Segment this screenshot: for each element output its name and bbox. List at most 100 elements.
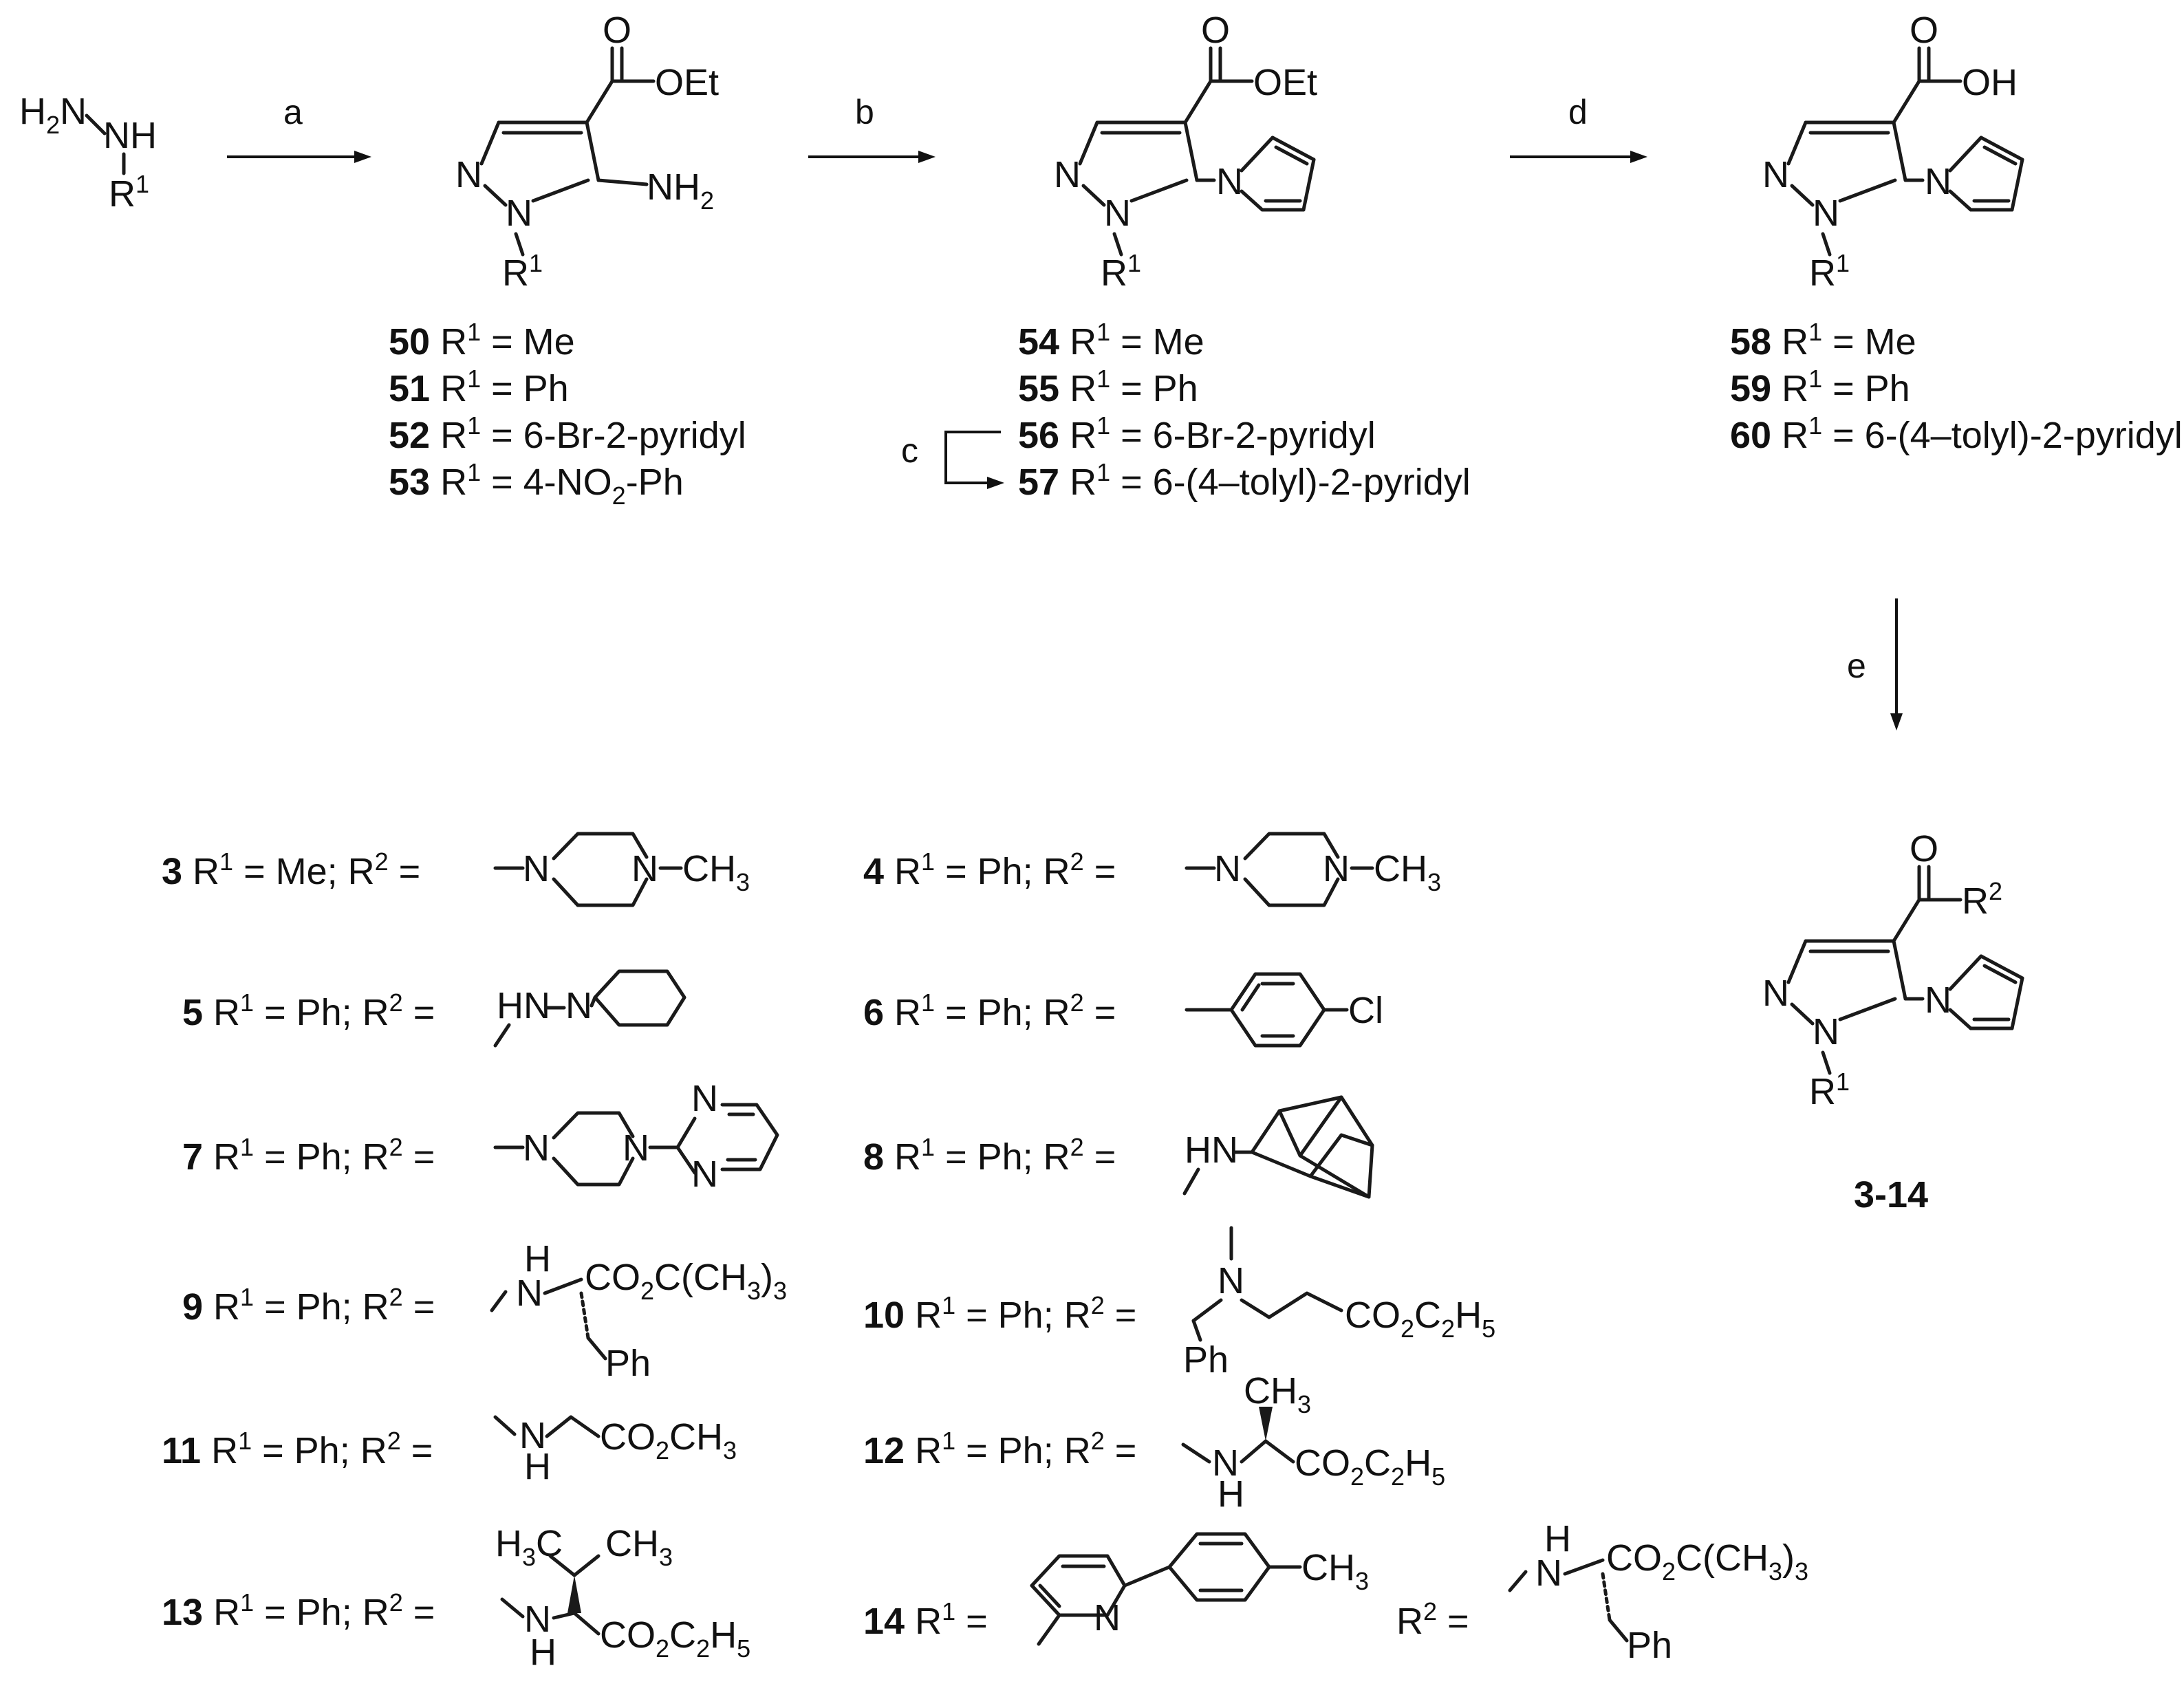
atom-r1: R1	[1809, 1068, 1850, 1112]
step-e-label: e	[1847, 647, 1866, 685]
step-d: d	[1510, 93, 1647, 163]
atom-n1: N	[1813, 193, 1839, 234]
compound-6-label: 6 R1 = Ph; R2 =	[863, 988, 1116, 1033]
atom-o: O	[1910, 10, 1938, 51]
r2-benzyl-beta-alanine-10: N CO2C2H5 Ph	[1183, 1226, 1495, 1381]
structure-pyrrolyl-pyrazole-ester: N N N R1 O OEt	[1054, 10, 1317, 294]
compound-3-label: 3 R1 = Me; R2 =	[162, 847, 420, 892]
compound-9-label: 9 R1 = Ph; R2 =	[182, 1283, 435, 1328]
compound-53-label: 53 R1 = 4-NO2-Ph	[389, 458, 684, 510]
atom-pyrrole-n: N	[1925, 161, 1951, 202]
atom-co2tbu: CO2C(CH3)3	[1606, 1537, 1808, 1586]
atom-h2n-h: H2N	[19, 91, 87, 139]
compound-5-label: 5 R1 = Ph; R2 =	[182, 988, 435, 1033]
atom-o: O	[603, 10, 631, 51]
atom-r2: R2	[1962, 877, 2002, 922]
atom-ph: Ph	[605, 1343, 651, 1384]
atom-n: N	[1214, 848, 1241, 889]
r1-tolylpyridyl-14: N CH3	[1030, 1532, 1369, 1646]
step-c: c	[901, 431, 1004, 489]
r2-alanine-ethyl-ester-12: N H CH3 CO2C2H5	[1181, 1370, 1445, 1515]
atom-ch3: CH3	[1301, 1547, 1369, 1595]
atom-co2tbu: CO2C(CH3)3	[585, 1257, 787, 1305]
atom-ch3: CH3	[1374, 848, 1441, 896]
r2-methylpiperazine-3: N N CH3	[493, 832, 750, 907]
atom-oh: OH	[1962, 62, 2018, 103]
structure-aminopyrazole-ester: N N NH2 R1 O OEt	[455, 10, 719, 294]
step-a: a	[227, 93, 371, 163]
compound-8-label: 8 R1 = Ph; R2 =	[863, 1133, 1116, 1178]
atom-n: N	[516, 1273, 543, 1314]
atom-n: N	[1094, 1597, 1121, 1639]
atom-n: N	[631, 848, 658, 889]
atom-n: N	[1212, 1442, 1239, 1484]
compound-56-label: 56 R1 = 6-Br-2-pyridyl	[1018, 411, 1376, 456]
atom-ph: Ph	[1183, 1339, 1229, 1381]
compound-13-label: 13 R1 = Ph; R2 =	[162, 1588, 435, 1633]
atom-co2me: CO2CH3	[600, 1416, 737, 1464]
atom-n: N	[524, 1599, 551, 1640]
atom-n: N	[523, 1127, 550, 1169]
compound-7-label: 7 R1 = Ph; R2 =	[182, 1133, 435, 1178]
atom-n: N	[519, 1415, 546, 1456]
atom-nh: NH	[103, 115, 157, 156]
compound-55-label: 55 R1 = Ph	[1018, 365, 1198, 409]
atom-n: N	[1535, 1553, 1562, 1594]
compound-52-label: 52 R1 = 6-Br-2-pyridyl	[389, 411, 746, 456]
atom-n1: N	[1104, 193, 1131, 234]
atom-ch3: CH3	[1244, 1370, 1311, 1418]
atom-n: N	[1218, 1260, 1244, 1301]
atom-h: H	[524, 1238, 551, 1279]
r2-pyrimidinylpiperazine-7: N N N N	[493, 1078, 779, 1195]
atom-n1: N	[506, 193, 532, 234]
atom-hn: HN	[497, 985, 550, 1026]
r2-valine-ethyl-ester-13: H3C CH3 N H CO2C2H5	[495, 1523, 750, 1673]
atom-h: H	[1218, 1473, 1244, 1515]
atom-ch3: CH3	[605, 1523, 673, 1571]
r2-methylpiperazine-4: N N CH3	[1185, 832, 1441, 907]
structure-pyrrolyl-pyrazole-acid: N N N R1 O OH	[1762, 10, 2024, 294]
atom-h3c: H3C	[495, 1523, 563, 1571]
atom-h: H	[524, 1446, 551, 1487]
atom-o: O	[1201, 10, 1230, 51]
compound-51-label: 51 R1 = Ph	[389, 365, 569, 409]
atom-nh2: NH2	[647, 166, 714, 215]
compound-11-label: 11 R1 = Ph; R2 =	[162, 1427, 433, 1471]
product-table-labels: 3 R1 = Me; R2 =4 R1 = Ph; R2 =5 R1 = Ph;…	[162, 847, 1136, 1642]
atom-n: N	[691, 1078, 718, 1119]
atom-h: H	[1544, 1518, 1571, 1559]
atom-hn: HN	[1185, 1129, 1238, 1171]
compound-12-label: 12 R1 = Ph; R2 =	[863, 1427, 1136, 1471]
r2-piperidinylamino-5: HN N	[493, 969, 686, 1048]
atom-r1: R1	[1809, 249, 1850, 294]
atom-cl: Cl	[1348, 990, 1383, 1031]
compound-57-label: 57 R1 = 6-(4–tolyl)-2-pyridyl	[1018, 458, 1471, 503]
compound-58-label: 58 R1 = Me	[1730, 318, 1916, 363]
atom-r1: R1	[502, 249, 543, 294]
atom-r2: R2 =	[1396, 1597, 1469, 1642]
atom-r1: R1	[1101, 249, 1141, 294]
hydrazine-structure: H2N NH R1	[19, 91, 157, 215]
atom-co2et: CO2C2H5	[1295, 1442, 1445, 1491]
atom-n: N	[623, 1127, 649, 1169]
r2-chlorophenyl-6: Cl	[1185, 972, 1383, 1048]
atom-ch3: CH3	[682, 848, 750, 896]
atom-pyrrole-n: N	[1925, 980, 1951, 1021]
product-label: 3-14	[1854, 1174, 1928, 1215]
r2-glycine-methyl-ester-11: N H CO2CH3	[493, 1415, 737, 1487]
r2-phe-tbu-ester-9: H N CO2C(CH3)3 Ph	[490, 1238, 787, 1384]
atom-o: O	[1910, 828, 1938, 869]
step-a-label: a	[283, 93, 303, 131]
step-b: b	[808, 93, 936, 163]
atom-n2: N	[1054, 154, 1081, 195]
atom-h: H	[530, 1632, 556, 1673]
step-c-label: c	[901, 431, 918, 470]
atom-co2et: CO2C2H5	[600, 1614, 750, 1663]
atom-co2et: CO2C2H5	[1345, 1295, 1495, 1343]
compound-60-label: 60 R1 = 6-(4–tolyl)-2-pyridyl	[1730, 411, 2183, 456]
atom-n1: N	[1813, 1011, 1839, 1052]
step-e: e	[1847, 598, 1903, 731]
atom-pyrrole-n: N	[1216, 161, 1243, 202]
